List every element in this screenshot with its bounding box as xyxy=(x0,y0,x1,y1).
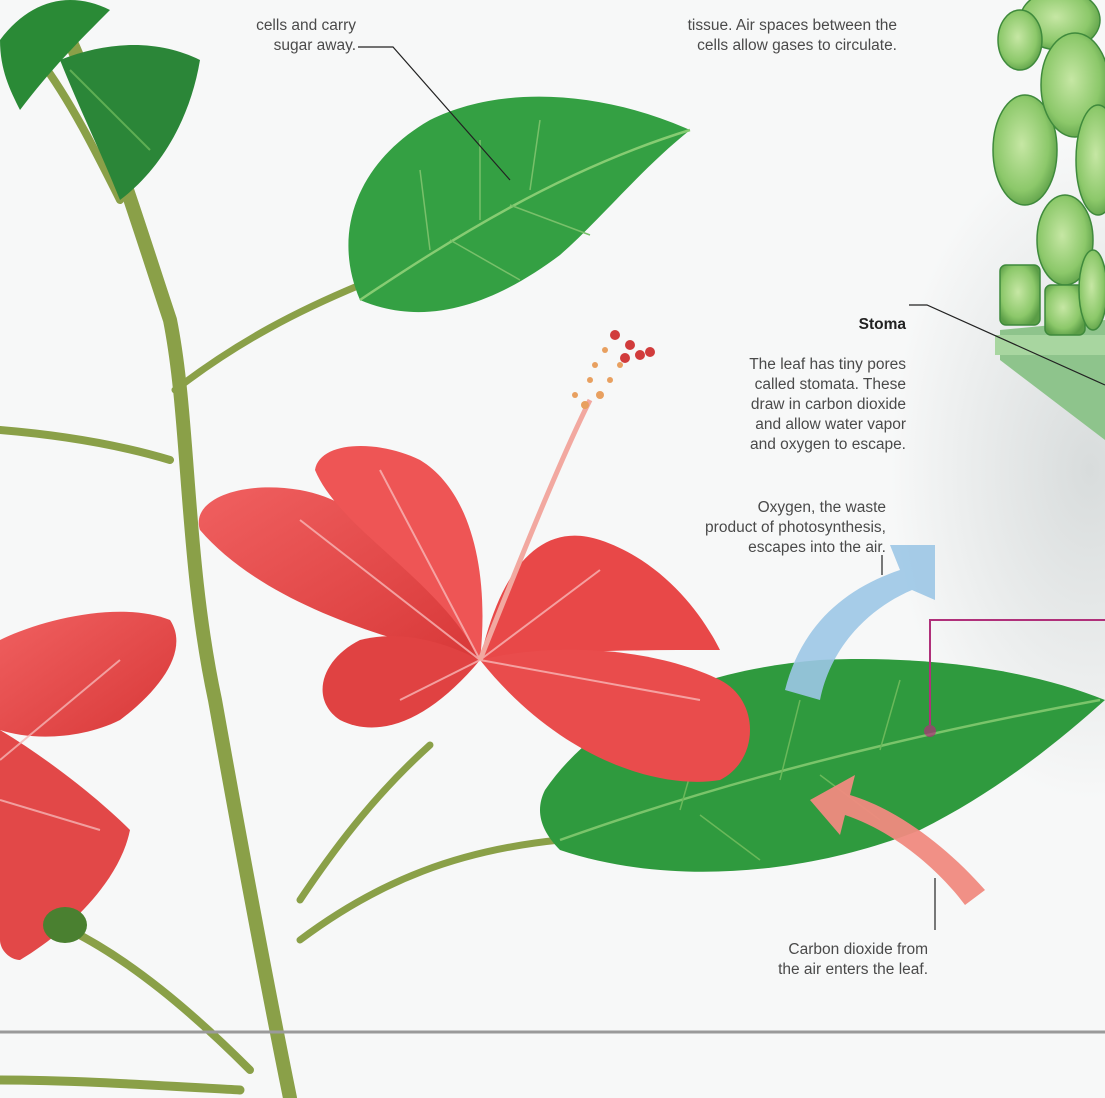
branch-leaf-top xyxy=(175,285,360,390)
stigma-tips xyxy=(610,330,655,363)
petal-lower-right xyxy=(480,650,750,782)
stoma-label-text: The leaf has tiny pores called stomata. … xyxy=(700,355,906,455)
oxygen-label: Oxygen, the waste product of photosynthe… xyxy=(590,478,886,578)
top-left-leaves xyxy=(0,0,200,200)
branch-left xyxy=(0,430,170,460)
petal-bottom xyxy=(323,636,480,727)
leader-pink-dot xyxy=(924,725,936,737)
cell-block-ledge xyxy=(995,335,1105,355)
branch-lower-left xyxy=(70,930,250,1070)
branch-leaf-bottom xyxy=(300,840,560,940)
co2-label: Carbon dioxide from the air enters the l… xyxy=(700,920,928,1000)
phloem-label-text: cells and carry sugar away. xyxy=(196,16,356,56)
branch-bottom-left xyxy=(0,1080,240,1090)
oxygen-label-text: Oxygen, the waste product of photosynthe… xyxy=(590,498,886,558)
spongy-tissue-label-text: tissue. Air spaces between the cells all… xyxy=(600,16,897,56)
top-center-leaf xyxy=(348,97,690,312)
spongy-tissue-label: tissue. Air spaces between the cells all… xyxy=(600,0,897,76)
left-flower-calyx xyxy=(43,907,87,943)
palisade-cells xyxy=(993,0,1105,335)
phloem-label: cells and carry sugar away. xyxy=(196,0,356,76)
stoma-label: Stoma The leaf has tiny pores called sto… xyxy=(700,295,906,475)
left-petal-1 xyxy=(0,612,176,737)
stamen-tips xyxy=(572,347,623,409)
stoma-label-title: Stoma xyxy=(700,315,906,335)
hibiscus-flower-left xyxy=(0,612,176,960)
co2-label-text: Carbon dioxide from the air enters the l… xyxy=(700,940,928,980)
